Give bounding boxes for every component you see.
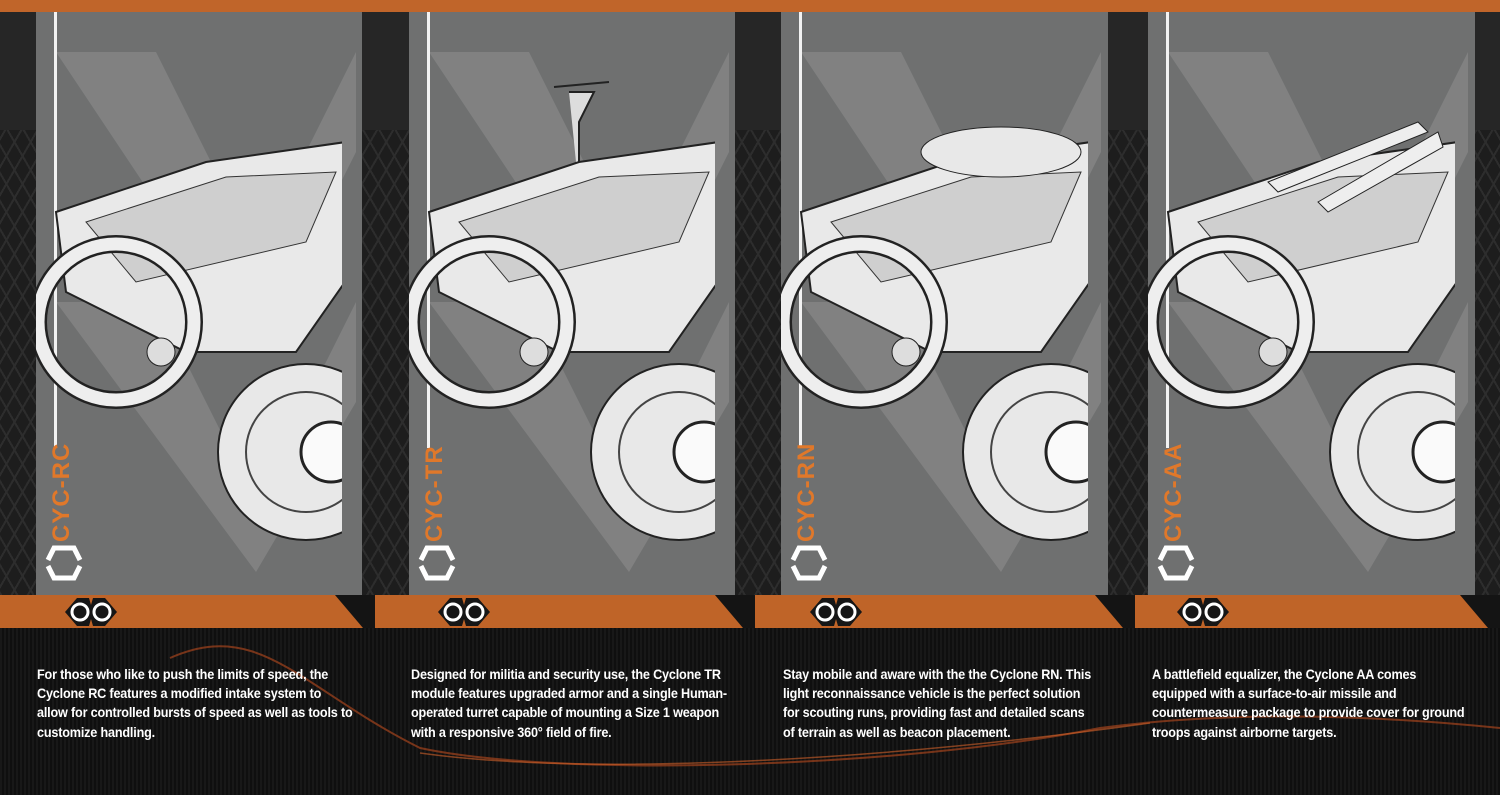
variant-code-label: CYC-RC [48, 442, 75, 542]
cyclone-vehicle-illustration [781, 126, 1088, 541]
variant-description: A battlefield equalizer, the Cyclone AA … [1152, 667, 1465, 740]
orange-base-bar [0, 595, 363, 628]
orange-base-bar [375, 595, 743, 628]
vehicle-panel-3: CYC-AA [1148, 12, 1475, 595]
double-hexagon-icon [65, 598, 117, 626]
cyclone-vehicle-illustration [36, 141, 342, 541]
double-hexagon-icon [1177, 598, 1229, 626]
variant-code-label: CYC-RN [793, 442, 820, 542]
orange-swoosh-decoration [169, 645, 1500, 767]
cyclone-vehicle-illustration [1148, 121, 1455, 541]
hexagon-icon [45, 545, 83, 581]
vertical-line [799, 12, 802, 448]
vertical-line [54, 12, 57, 448]
hexagon-icon [790, 545, 828, 581]
variant-code-label: CYC-AA [1160, 442, 1187, 542]
variant-code-label: CYC-TR [421, 445, 448, 542]
vehicle-panel-0: CYC-RC [36, 12, 362, 595]
vehicle-panel-1: CYC-TR [409, 12, 735, 595]
double-hexagon-icon [810, 598, 862, 626]
variant-description: For those who like to push the limits of… [37, 667, 353, 740]
description-area [0, 628, 1500, 795]
vertical-line [1166, 12, 1169, 448]
hexagon-icon [1157, 545, 1195, 581]
double-hexagon-icon [438, 598, 490, 626]
hexagon-icon [418, 545, 456, 581]
cyclone-vehicle-illustration [409, 81, 715, 541]
top-accent-bar [0, 0, 1500, 12]
variant-description: Designed for militia and security use, t… [411, 667, 727, 740]
vertical-line [427, 12, 430, 448]
variant-description: Stay mobile and aware with the the Cyclo… [783, 667, 1092, 740]
vehicle-panel-2: CYC-RN [781, 12, 1108, 595]
